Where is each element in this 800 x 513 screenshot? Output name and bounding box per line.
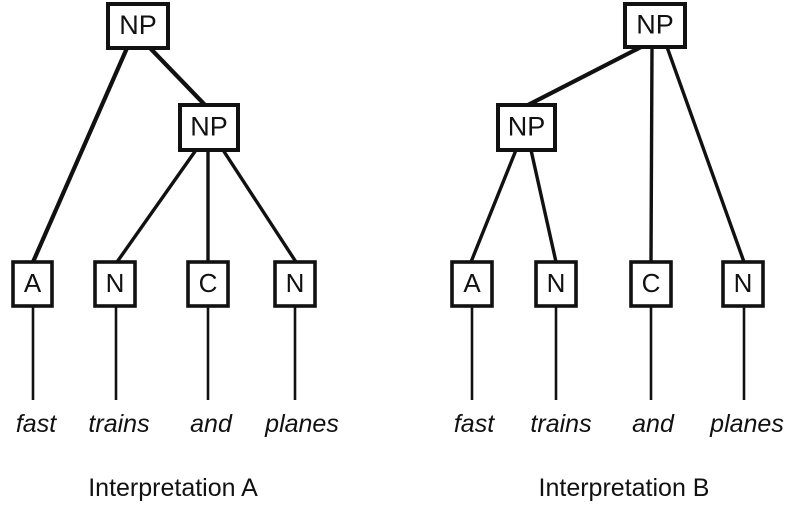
node-label-c: C <box>199 268 218 298</box>
tree-b-group: NP NP A N C N <box>450 2 765 400</box>
tree-edge <box>527 45 642 107</box>
tree-caption: Interpretation A <box>88 474 258 502</box>
node-label-n: N <box>547 268 566 298</box>
node-box-np[interactable] <box>623 2 687 49</box>
node-box-np[interactable] <box>496 103 557 152</box>
tree-caption: Interpretation B <box>538 474 710 502</box>
tree-edge <box>649 46 654 263</box>
node-label-np: NP <box>508 112 546 142</box>
node-label-np: NP <box>190 112 228 142</box>
terminal-word: fast <box>15 410 57 438</box>
terminal-word: trains <box>88 410 150 438</box>
tree-edge <box>469 149 518 263</box>
terminal-word: planes <box>710 410 784 438</box>
node-box-np[interactable] <box>178 103 240 152</box>
node-box-n[interactable] <box>93 260 137 308</box>
node-label-np: NP <box>119 10 157 40</box>
node-box-n[interactable] <box>273 260 317 308</box>
node-box-n[interactable] <box>721 260 765 308</box>
node-box-a[interactable] <box>450 260 494 308</box>
node-label-np: NP <box>636 10 674 40</box>
node-label-n: N <box>734 268 753 298</box>
tree-edge <box>31 47 129 263</box>
tree-edge <box>148 46 207 107</box>
terminal-word: fast <box>453 410 495 438</box>
node-label-n: N <box>286 268 305 298</box>
node-box-a[interactable] <box>11 260 54 308</box>
terminal-word: planes <box>265 410 339 438</box>
node-box-n[interactable] <box>534 260 578 308</box>
node-box-np[interactable] <box>106 2 170 50</box>
node-box-c[interactable] <box>186 260 230 308</box>
tree-edge <box>115 149 198 263</box>
tree-edge <box>221 149 298 263</box>
node-label-c: C <box>642 268 661 298</box>
tree-edge <box>529 149 558 263</box>
node-label-n: N <box>106 268 125 298</box>
terminal-word: trains <box>530 410 592 438</box>
terminal-word: and <box>190 410 232 438</box>
tree-edge <box>665 46 746 263</box>
node-box-c[interactable] <box>629 260 673 308</box>
tree-a-group: NP NP A N C N <box>11 2 317 400</box>
node-label-a: A <box>24 268 42 298</box>
terminal-word: and <box>632 410 674 438</box>
node-label-a: A <box>463 268 481 298</box>
